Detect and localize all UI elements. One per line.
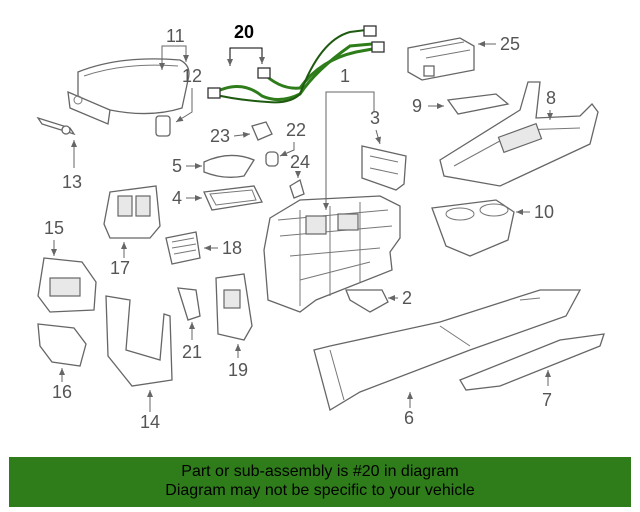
part-4-mat[interactable]	[203, 185, 263, 211]
label-12: 12	[175, 66, 202, 123]
part-15-panel[interactable]	[37, 257, 97, 313]
label-20: 20	[227, 22, 265, 66]
part-18-vent[interactable]	[165, 231, 201, 265]
part-25-switch[interactable]	[407, 37, 475, 81]
svg-text:16: 16	[52, 382, 72, 402]
label-15: 15	[44, 218, 64, 256]
part-16-bracket[interactable]	[37, 323, 87, 367]
label-9: 9	[412, 96, 444, 116]
banner-line-1: Part or sub-assembly is #20 in diagram	[181, 463, 459, 480]
svg-text:1: 1	[340, 66, 350, 86]
part-19-bracket[interactable]	[215, 273, 253, 341]
label-5: 5	[172, 156, 202, 176]
label-22: 22	[279, 120, 306, 157]
label-10: 10	[516, 202, 554, 222]
svg-text:17: 17	[110, 258, 130, 278]
part-13-latch-rod[interactable]	[36, 116, 76, 136]
parts-diagram: 11 12 13 20	[36, 22, 605, 432]
label-1: 1	[323, 66, 375, 210]
svg-text:23: 23	[210, 126, 230, 146]
svg-text:12: 12	[182, 66, 202, 86]
label-6: 6	[404, 392, 414, 428]
label-3: 3	[370, 98, 381, 145]
part-6-side-trim[interactable]	[313, 289, 582, 412]
label-7: 7	[542, 370, 552, 410]
part-12-clip[interactable]	[155, 115, 171, 137]
part-20-wire-harness[interactable]	[207, 25, 385, 104]
label-25: 25	[478, 34, 520, 54]
part-17-vent-panel[interactable]	[103, 185, 161, 239]
svg-text:4: 4	[172, 188, 182, 208]
label-8: 8	[546, 88, 556, 120]
part-23-bracket[interactable]	[251, 121, 273, 141]
svg-text:8: 8	[546, 88, 556, 108]
label-17: 17	[110, 242, 130, 278]
svg-text:3: 3	[370, 108, 380, 128]
svg-text:7: 7	[542, 390, 552, 410]
part-1-console-body[interactable]	[263, 195, 401, 313]
svg-text:19: 19	[228, 360, 248, 380]
info-banner: Part or sub-assembly is #20 in diagram D…	[9, 457, 631, 507]
part-21-connector[interactable]	[177, 287, 201, 321]
svg-text:2: 2	[402, 288, 412, 308]
svg-text:6: 6	[404, 408, 414, 428]
part-14-side-cover[interactable]	[105, 295, 173, 387]
svg-text:10: 10	[534, 202, 554, 222]
label-11: 11	[159, 26, 189, 70]
part-24-clip[interactable]	[289, 179, 305, 199]
svg-text:25: 25	[500, 34, 520, 54]
part-5-tray[interactable]	[203, 154, 255, 178]
svg-text:21: 21	[182, 342, 202, 362]
part-9-insert[interactable]	[446, 93, 510, 115]
svg-text:22: 22	[286, 120, 306, 140]
part-11-armrest-lid[interactable]	[67, 58, 190, 125]
label-23: 23	[210, 126, 251, 146]
label-16: 16	[52, 368, 72, 402]
svg-text:9: 9	[412, 96, 422, 116]
part-2-brace[interactable]	[345, 289, 389, 313]
svg-text:13: 13	[62, 172, 82, 192]
label-2: 2	[388, 288, 412, 308]
part-22-plug[interactable]	[265, 151, 279, 167]
part-3-bracket[interactable]	[361, 145, 407, 191]
svg-text:5: 5	[172, 156, 182, 176]
label-21: 21	[182, 322, 202, 362]
svg-text:20: 20	[234, 22, 254, 42]
label-13: 13	[62, 140, 82, 192]
banner-line-2: Diagram may not be specific to your vehi…	[165, 482, 475, 499]
label-24: 24	[290, 152, 310, 178]
svg-text:24: 24	[290, 152, 310, 172]
part-7-knee-pad[interactable]	[459, 333, 605, 391]
svg-text:11: 11	[166, 26, 185, 46]
label-19: 19	[228, 344, 248, 380]
svg-text:14: 14	[140, 412, 160, 432]
part-8-shift-panel[interactable]	[439, 81, 599, 187]
label-14: 14	[140, 390, 160, 432]
part-10-cup-holder[interactable]	[431, 199, 515, 257]
svg-text:15: 15	[44, 218, 64, 238]
svg-text:18: 18	[222, 238, 242, 258]
label-4: 4	[172, 188, 202, 208]
label-18: 18	[204, 238, 242, 258]
